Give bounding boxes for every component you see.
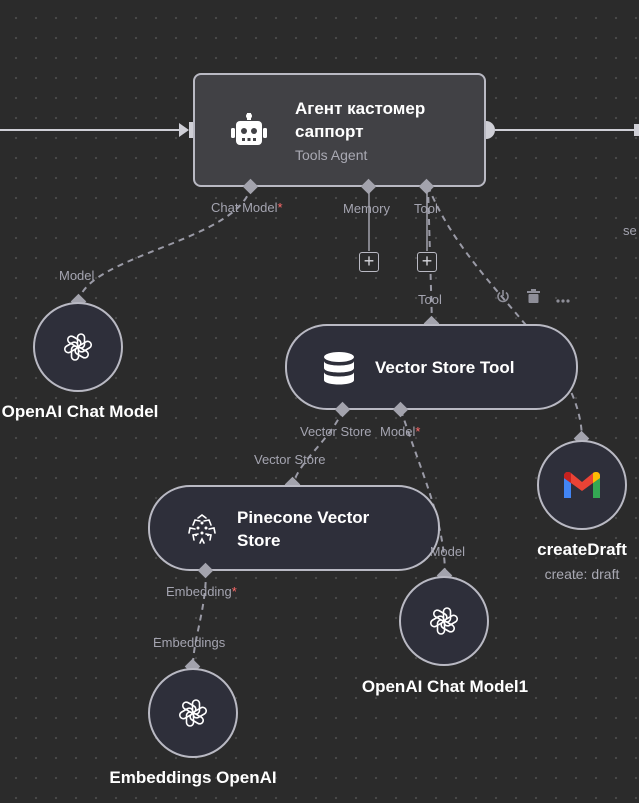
create-draft-title: createDraft [537, 540, 627, 559]
openai-chat-model-title: OpenAI Chat Model [1, 402, 159, 421]
memory-port-label: Memory [343, 201, 390, 216]
vst-model-label: Model* [380, 424, 421, 439]
openai-icon [429, 607, 459, 635]
openai-model-label: Model [59, 268, 95, 283]
openai-chat-model1-node[interactable] [399, 576, 489, 666]
input-arrow [179, 123, 189, 137]
agent-node[interactable]: Агент кастомер саппорт Tools Agent [193, 73, 486, 187]
openai-icon [63, 333, 93, 361]
gmail-icon [564, 472, 600, 498]
database-icon [324, 352, 354, 385]
pinecone-embedding-label: Embedding* [166, 584, 237, 599]
openai-icon-petal [66, 335, 82, 348]
embeddings-openai-title: Embeddings OpenAI [109, 768, 277, 787]
openai-icon-petal [429, 615, 445, 628]
vector-store-tool-node[interactable]: Vector Store Tool [285, 324, 578, 410]
model-connection-openai1[interactable] [400, 409, 446, 576]
add-tool-button[interactable]: + [417, 252, 437, 272]
openai-icon-petal [63, 341, 79, 354]
vector-store-connection[interactable] [292, 409, 344, 485]
add-memory-button[interactable]: + [359, 252, 379, 272]
create-draft-node[interactable] [537, 440, 627, 530]
openai-icon [178, 699, 208, 727]
openai-icon-petal [178, 707, 194, 720]
pinecone-icon [188, 514, 216, 544]
tool-connection-gmail[interactable] [427, 185, 583, 439]
trash-icon[interactable] [527, 289, 540, 308]
openai1-model-label: Model [431, 544, 465, 559]
power-icon[interactable] [496, 289, 510, 308]
next-node-edge [634, 124, 639, 136]
agent-title: Агент кастомер саппорт [295, 99, 426, 141]
openai-icon-petal [432, 609, 448, 622]
agent-subtitle: Tools Agent [295, 147, 368, 163]
clipped-edge-text: se [623, 223, 637, 238]
openai-chat-model-node[interactable] [33, 302, 123, 392]
vst-input-label: Tool [418, 292, 442, 307]
more-icon[interactable] [556, 291, 570, 309]
pinecone-vector-store-node[interactable]: Pinecone Vector Store [148, 485, 440, 571]
embedding-connection[interactable] [192, 570, 207, 667]
embeddings-openai-node[interactable] [148, 668, 238, 758]
tool-port-label: Tool [414, 201, 438, 216]
embeddings-input-label: Embeddings [153, 635, 226, 650]
vst-title: Vector Store Tool [375, 358, 515, 377]
openai-chat-model1-title: OpenAI Chat Model1 [361, 677, 529, 696]
robot-icon [231, 113, 267, 145]
agent-input-port[interactable] [189, 122, 196, 138]
openai-icon-petal [181, 701, 197, 714]
chat-model-port-label: Chat Model* [211, 200, 283, 215]
vst-vector-store-label: Vector Store [300, 424, 372, 439]
pinecone-input-label: Vector Store [254, 452, 326, 467]
create-draft-subtitle: create: draft [544, 566, 620, 582]
pinecone-title: Pinecone Vector Store [237, 508, 370, 550]
